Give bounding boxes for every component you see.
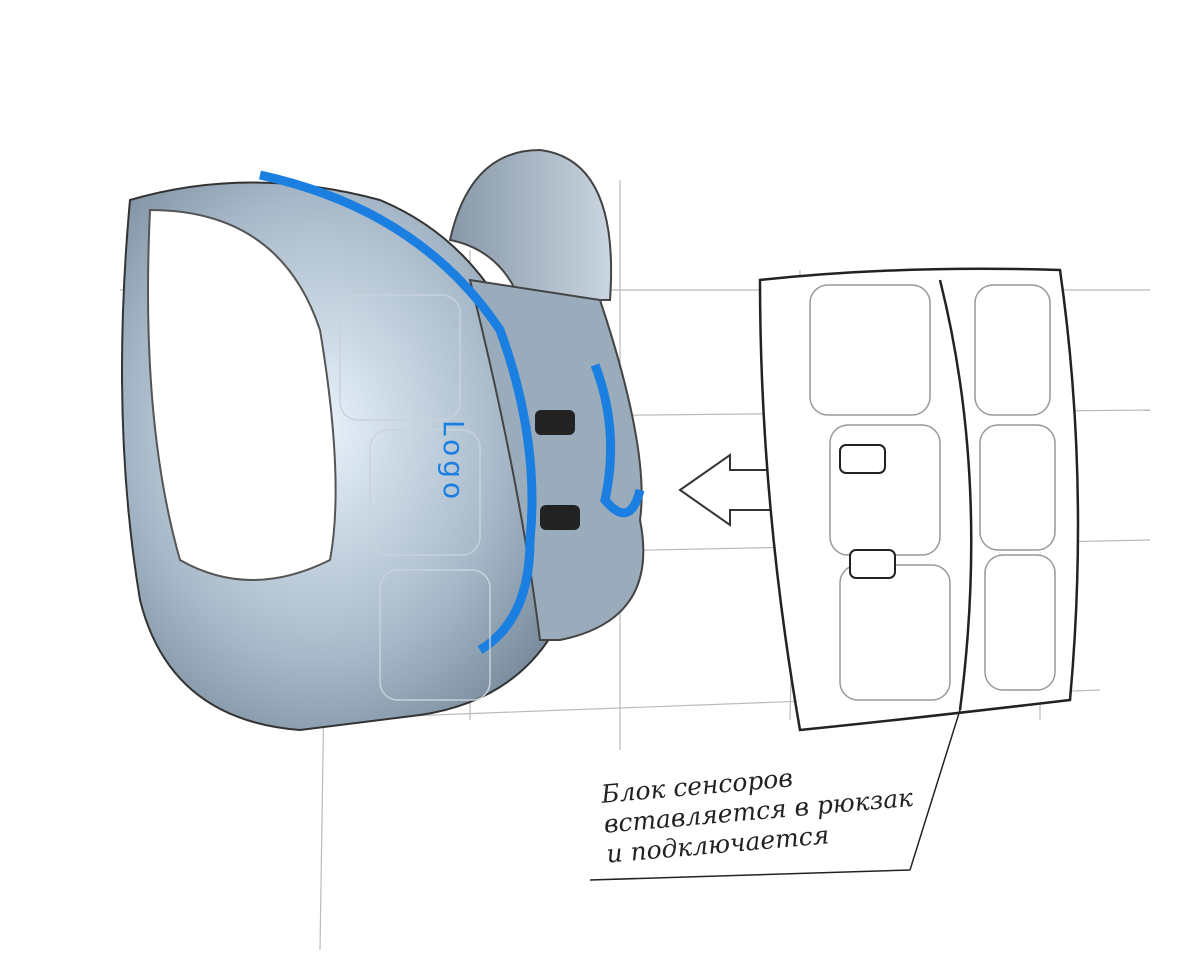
backpack-shoulder-top	[448, 148, 613, 301]
logo-text: Logo	[437, 420, 470, 504]
sensor-block	[589, 267, 1080, 881]
arrow-left-icon	[678, 453, 770, 527]
accent-stripe-side	[590, 363, 645, 518]
accent-stripe	[259, 170, 537, 654]
buckle-icon	[535, 410, 575, 435]
buckle-icon	[540, 505, 580, 530]
backpack-front-panel	[147, 208, 337, 581]
sensor-grid	[339, 294, 491, 701]
